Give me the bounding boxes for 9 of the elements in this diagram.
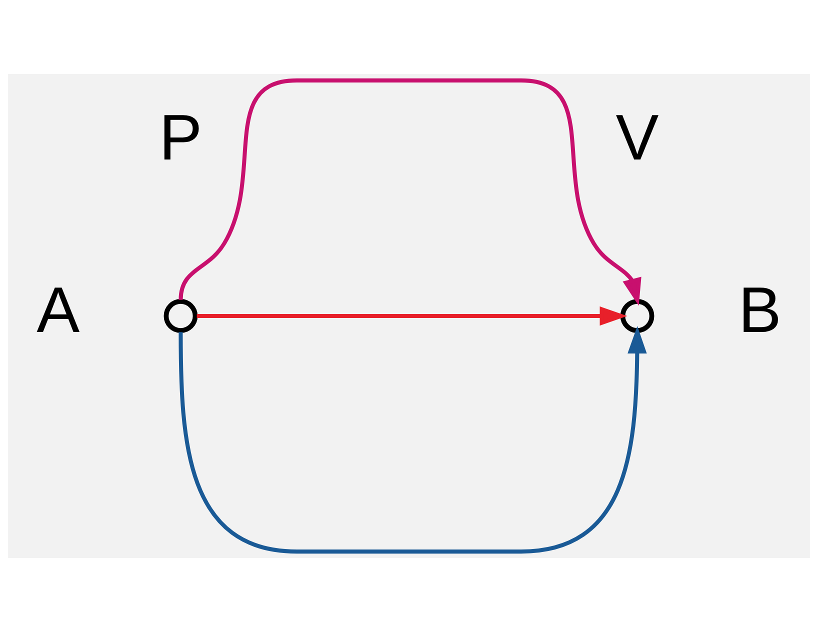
label: P (159, 102, 202, 174)
arrow (178, 78, 642, 306)
arrow (178, 326, 647, 554)
node-circle (164, 299, 198, 333)
node-label: B (738, 274, 782, 346)
node-circle (620, 299, 654, 333)
node-label: A (36, 274, 80, 346)
label: V (616, 102, 659, 174)
arrow (196, 306, 628, 326)
